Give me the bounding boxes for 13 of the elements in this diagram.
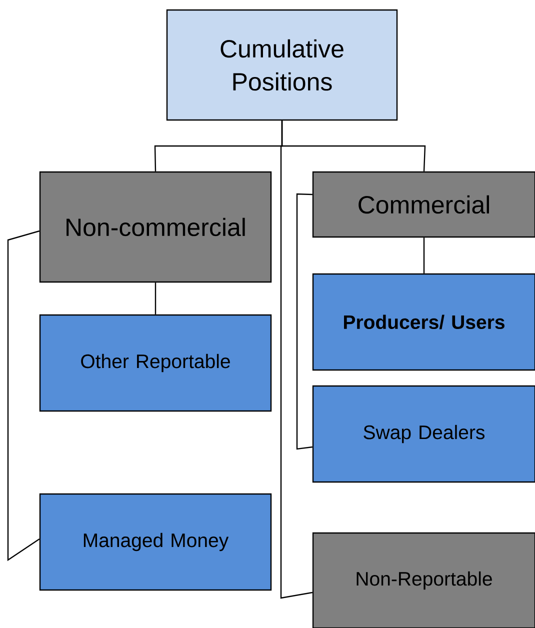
connector-line — [7, 230, 40, 562]
connector-line — [423, 238, 425, 274]
category-box: Non-commercial — [39, 171, 272, 283]
category-box: Commercial — [312, 171, 535, 238]
subcategory-box: Managed Money — [39, 493, 272, 591]
connector-line — [296, 193, 312, 450]
subcategory-box: Other Reportable — [39, 314, 272, 412]
connector-line — [280, 120, 312, 599]
category-box: Non-Reportable — [312, 532, 535, 628]
root-box: Cumulative Positions — [166, 9, 398, 121]
subcategory-box: Swap Dealers — [312, 385, 535, 483]
subcategory-box: Producers/ Users — [312, 273, 535, 371]
connector-line — [154, 282, 156, 314]
